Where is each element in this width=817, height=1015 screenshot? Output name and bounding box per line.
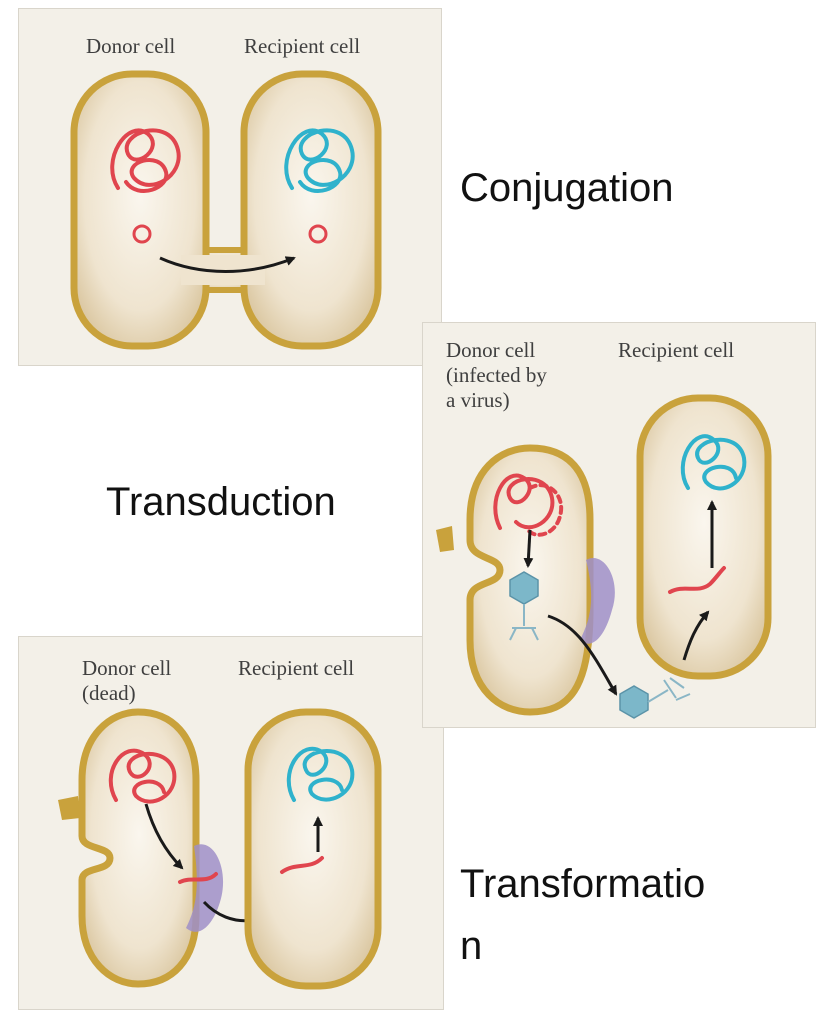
conj-donor-label: Donor cell — [86, 34, 175, 59]
conjugation-title: Conjugation — [460, 164, 674, 212]
transformation-title-line1: Transformatio — [460, 860, 705, 908]
transduction-recipient-cell — [640, 398, 768, 676]
transformation-title-line2: n — [460, 922, 482, 970]
dead-wall-fragment — [58, 796, 80, 820]
conjugation-artwork — [74, 74, 378, 346]
trans-recipient-label: Recipient cell — [618, 338, 734, 363]
form-donor-label: Donor cell (dead) — [82, 656, 171, 706]
trans-donor-label: Donor cell (infected by a virus) — [446, 338, 547, 413]
transformation-artwork — [58, 712, 378, 986]
phage-outside — [620, 678, 690, 718]
transduction-artwork — [436, 398, 768, 718]
conj-recipient-label: Recipient cell — [244, 34, 360, 59]
wall-fragment — [436, 526, 454, 552]
recipient-cell — [244, 74, 378, 346]
form-recipient-label: Recipient cell — [238, 656, 354, 681]
donor-cell — [74, 74, 206, 346]
transduction-title: Transduction — [106, 478, 336, 526]
